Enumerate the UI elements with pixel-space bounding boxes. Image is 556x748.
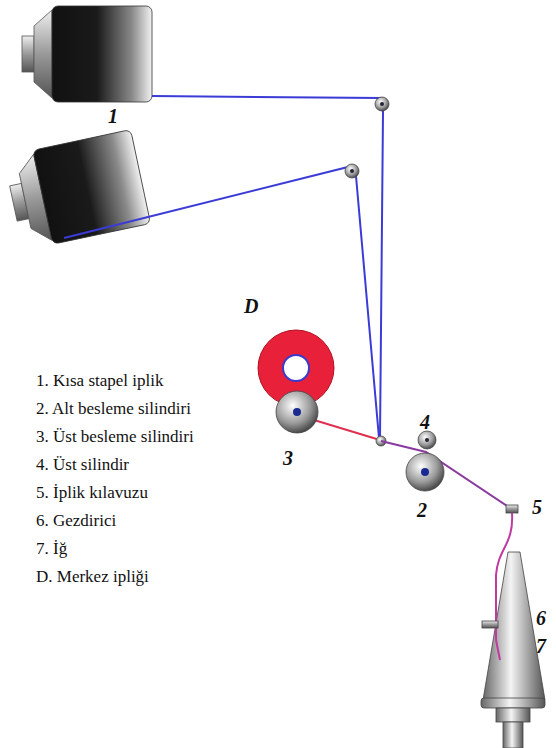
- callout-number: 3: [283, 448, 293, 468]
- callout-number: 7: [536, 636, 546, 656]
- legend-item: 3. Üst besleme silindiri: [36, 428, 194, 445]
- callout-number: 2: [417, 500, 427, 520]
- callout-number: 4: [420, 412, 430, 432]
- callout-number: 6: [536, 608, 546, 628]
- legend-item: 5. İplik kılavuzu: [36, 484, 148, 501]
- yarn-bobbin: [22, 6, 152, 102]
- yarn-bobbin: [3, 130, 150, 251]
- legend-item: 2. Alt besleme silindiri: [36, 400, 191, 417]
- callout-number: D: [244, 296, 258, 316]
- callout-number: 1: [108, 106, 118, 126]
- legend-item: 6. Gezdirici: [36, 512, 116, 529]
- legend-item: D. Merkez ipliği: [36, 568, 149, 585]
- legend-item: 1. Kısa stapel iplik: [36, 372, 163, 389]
- legend-item: 4. Üst silindir: [36, 456, 129, 473]
- legend-item: 7. İğ: [36, 540, 67, 557]
- callout-number: 5: [532, 497, 542, 517]
